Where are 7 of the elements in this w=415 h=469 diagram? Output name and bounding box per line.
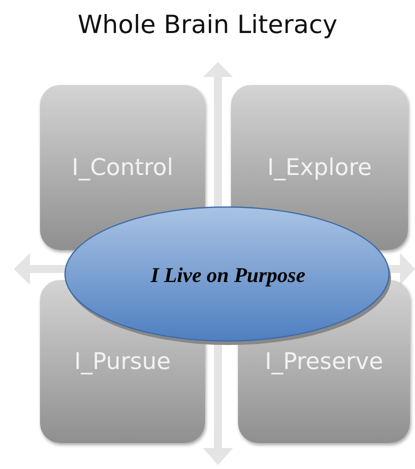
quadrant-label: I_Pursue xyxy=(74,348,171,374)
diagram-title: Whole Brain Literacy xyxy=(76,10,338,39)
center-label: I Live on Purpose xyxy=(150,262,306,288)
quadrant-label: I_Explore xyxy=(267,154,372,180)
quadrant-label: I_Control xyxy=(72,154,174,180)
quadrant-label: I_Preserve xyxy=(264,348,384,374)
center-ellipse xyxy=(64,204,392,346)
